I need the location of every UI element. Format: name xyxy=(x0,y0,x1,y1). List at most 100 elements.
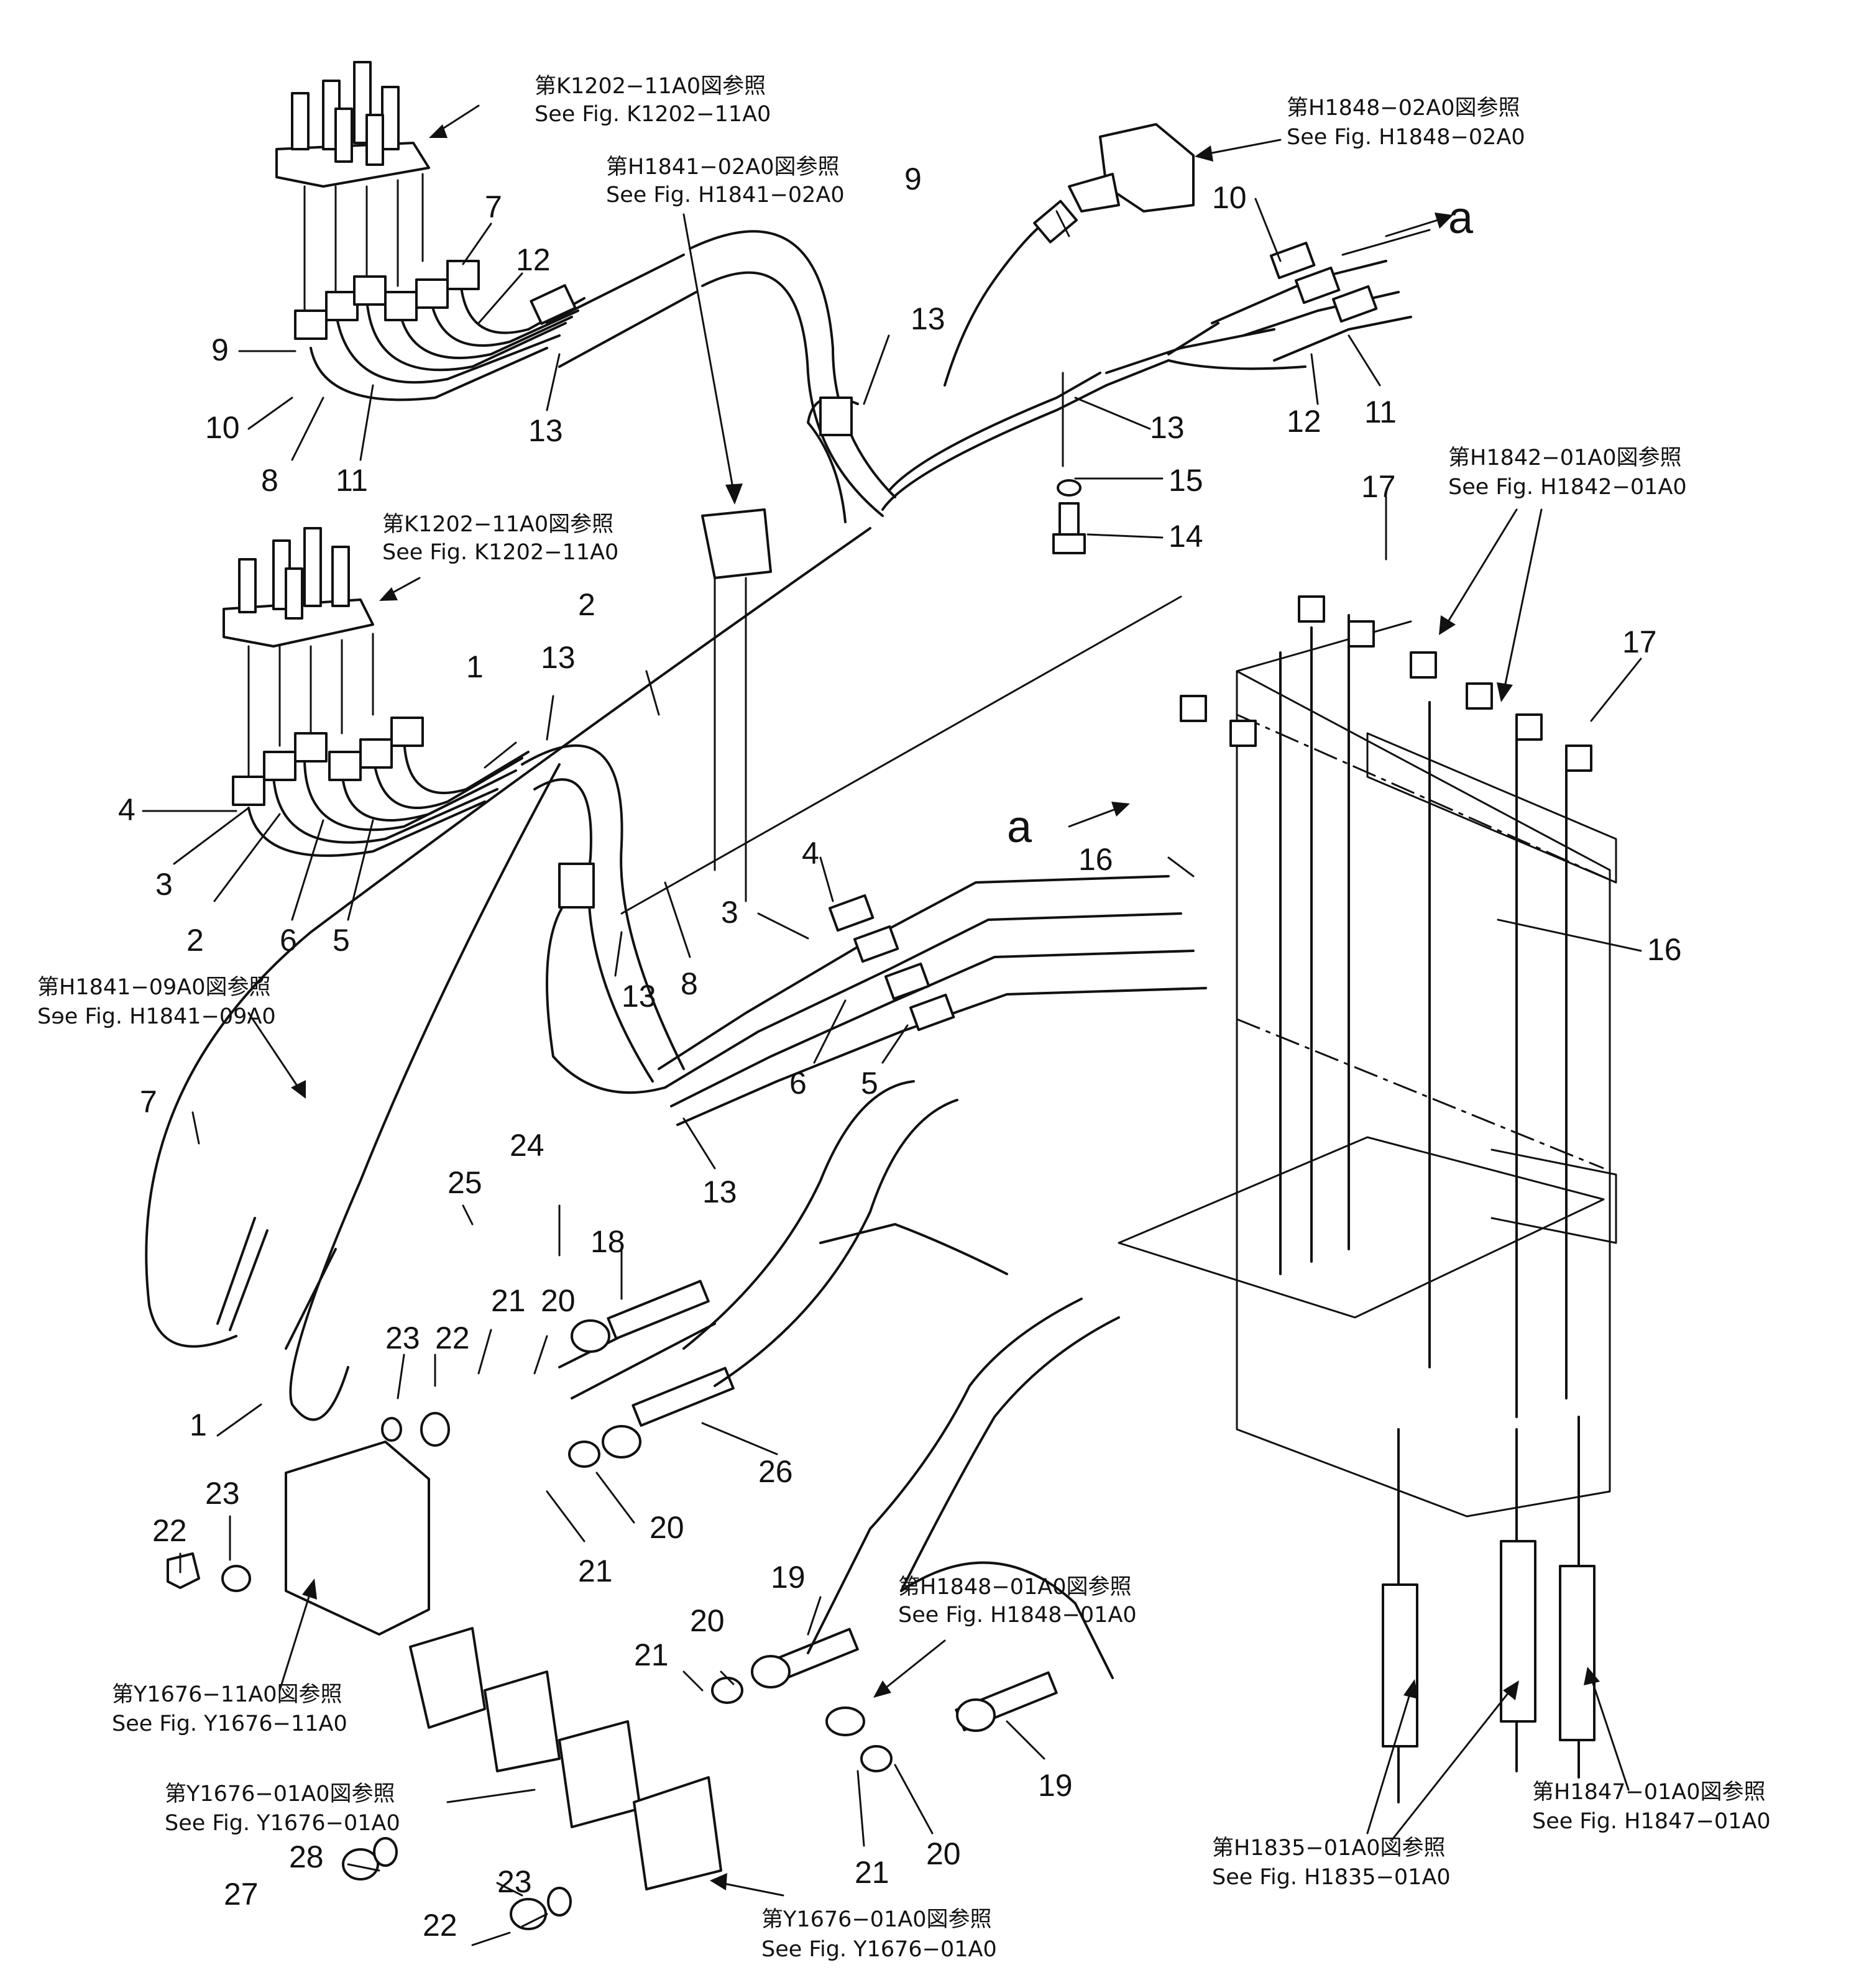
ppc-valve-top xyxy=(275,61,430,337)
part-27: 27 xyxy=(224,1877,259,1912)
ref-k1202-11a0-top: 第K1202−11A0図参照 See Fig. K1202−11A0 xyxy=(535,74,771,127)
hose-bundle-top-right xyxy=(807,199,1412,554)
hose-bundle-top xyxy=(294,230,896,517)
hose-bundle-center xyxy=(546,863,1207,1126)
part-4-center: 4 xyxy=(802,836,819,871)
ref-y1676-01a0-b: 第Y1676−01A0図参照 See Fig. Y1676−01A0 xyxy=(761,1907,997,1962)
ref-h1841-09-en: Sɘe Fig. H1841−09A0 xyxy=(37,1004,276,1029)
valve-frame xyxy=(1118,595,1617,1803)
marker-a-mid: a xyxy=(1007,802,1032,852)
part-17-right: 17 xyxy=(1622,625,1657,659)
part-17-top: 17 xyxy=(1361,469,1396,504)
ref-k1202-11a0-mid: 第K1202−11A0図参照 See Fig. K1202−11A0 xyxy=(382,512,618,565)
part-28: 28 xyxy=(289,1839,324,1874)
part-6-left: 6 xyxy=(280,923,297,958)
part-10-top: 10 xyxy=(205,410,240,445)
part-9-right: 9 xyxy=(904,162,922,196)
part-22-bottom: 22 xyxy=(423,1908,457,1943)
long-hose-7 xyxy=(145,527,871,1348)
part-23-bottom: 23 xyxy=(497,1864,532,1899)
part-2-upper: 2 xyxy=(578,587,595,622)
part-11-right: 11 xyxy=(1364,395,1397,429)
part-18: 18 xyxy=(590,1224,625,1259)
part-7-top: 7 xyxy=(485,190,502,224)
leader-lines xyxy=(142,198,1642,1946)
ref-h1842-01-en: See Fig. H1842−01A0 xyxy=(1448,475,1687,500)
valve-block-y1676-11 xyxy=(167,1441,430,1636)
ref-h1848-02-jp: 第H1848−02A0図参照 xyxy=(1287,96,1520,121)
part-19-lower: 19 xyxy=(1038,1768,1073,1803)
ref-k1202-mid-en: See Fig. K1202−11A0 xyxy=(382,540,618,565)
part-14: 14 xyxy=(1169,519,1203,554)
ref-h1842-01-jp: 第H1842−01A0図参照 xyxy=(1448,446,1681,470)
part-13-top: 13 xyxy=(528,413,563,448)
ref-h1835-01-jp: 第H1835−01A0図参照 xyxy=(1212,1836,1445,1861)
part-5-left: 5 xyxy=(333,923,350,958)
part-20-mid: 20 xyxy=(541,1283,576,1318)
part-24: 24 xyxy=(510,1128,544,1163)
part-9-top: 9 xyxy=(211,332,229,367)
ref-h1835-01a0: 第H1835−01A0図参照 See Fig. H1835−01A0 xyxy=(1212,1836,1451,1890)
ref-y1676-01a-jp: 第Y1676−01A0図参照 xyxy=(165,1782,395,1807)
ref-y1676-11-en: See Fig. Y1676−11A0 xyxy=(112,1711,347,1736)
ref-h1848-01-en: See Fig. H1848−01A0 xyxy=(898,1603,1137,1628)
continuation-marker-a-mid: a xyxy=(1007,802,1032,852)
ref-h1848-02a0: 第H1848−02A0図参照 See Fig. H1848−02A0 xyxy=(1287,96,1525,150)
part-20-right: 20 xyxy=(926,1836,961,1871)
part-25: 25 xyxy=(448,1165,482,1200)
ref-h1841-02-en: See Fig. H1841−02A0 xyxy=(606,183,845,208)
part-12-right: 12 xyxy=(1287,404,1321,439)
lower-fittings xyxy=(381,1080,1120,1772)
ref-k1202-top-en: See Fig. K1202−11A0 xyxy=(535,102,771,127)
part-8-top: 8 xyxy=(261,463,278,498)
ref-y1676-01a-en: See Fig. Y1676−01A0 xyxy=(165,1811,400,1836)
long-hose-1 xyxy=(285,763,561,1421)
part-2-left: 2 xyxy=(186,923,204,958)
junction-block-mid xyxy=(701,508,772,902)
ref-h1848-02-en: See Fig. H1848−02A0 xyxy=(1287,125,1525,150)
part-11-top: 11 xyxy=(336,463,368,498)
part-3-left: 3 xyxy=(155,867,173,902)
part-13-mid-left: 13 xyxy=(622,979,656,1014)
part-15: 15 xyxy=(1169,463,1203,498)
ref-k1202-mid-jp: 第K1202−11A0図参照 xyxy=(382,512,613,537)
ref-h1847-01-jp: 第H1847−01A0図参照 xyxy=(1532,1780,1765,1805)
ref-h1847-01-en: See Fig. H1847−01A0 xyxy=(1532,1809,1771,1834)
ref-h1835-01-en: See Fig. H1835−01A0 xyxy=(1212,1865,1451,1890)
part-6-center: 6 xyxy=(789,1066,807,1101)
ref-h1848-01a0: 第H1848−01A0図参照 See Fig. H1848−01A0 xyxy=(898,1575,1137,1628)
reference-arrows xyxy=(247,104,1630,1897)
part-20-bottom: 20 xyxy=(690,1603,725,1638)
part-5-center: 5 xyxy=(861,1066,878,1101)
valve-block-y1676-01-stack xyxy=(342,1627,722,1930)
ref-h1842-01a0: 第H1842−01A0図参照 See Fig. H1842−01A0 xyxy=(1448,446,1687,500)
part-21-lower: 21 xyxy=(578,1554,613,1588)
part-22-mid: 22 xyxy=(435,1321,470,1355)
part-8-mid: 8 xyxy=(681,966,698,1001)
ppc-valve-mid xyxy=(223,527,374,790)
ref-h1841-09-jp: 第H1841−09A0図参照 xyxy=(37,975,270,1000)
part-numbers: 9 10 8 11 7 12 13 9 13 10 13 12 11 15 14… xyxy=(118,162,1682,1943)
part-10-right: 10 xyxy=(1212,180,1247,215)
part-13-mid: 13 xyxy=(541,640,576,675)
ref-y1676-01a0-a: 第Y1676−01A0図参照 See Fig. Y1676−01A0 xyxy=(165,1782,400,1836)
part-22-left: 22 xyxy=(152,1513,187,1548)
part-12-top: 12 xyxy=(516,242,551,277)
marker-a-top: a xyxy=(1448,193,1474,243)
part-21-mid: 21 xyxy=(491,1283,526,1318)
ref-h1841-02-jp: 第H1841−02A0図参照 xyxy=(606,155,839,180)
part-20-lower: 20 xyxy=(650,1510,684,1545)
part-13-right-lower: 13 xyxy=(1150,410,1185,445)
part-23-mid: 23 xyxy=(385,1321,420,1355)
ref-h1841-09a0: 第H1841−09A0図参照 Sɘe Fig. H1841−09A0 xyxy=(37,975,276,1029)
ref-y1676-11a0: 第Y1676−11A0図参照 See Fig. Y1676−11A0 xyxy=(112,1682,347,1736)
ref-h1848-01-jp: 第H1848−01A0図参照 xyxy=(898,1575,1131,1600)
ref-y1676-01b-en: See Fig. Y1676−01A0 xyxy=(761,1937,997,1962)
ref-y1676-01b-jp: 第Y1676−01A0図参照 xyxy=(761,1907,992,1932)
ref-k1202-top-jp: 第K1202−11A0図参照 xyxy=(535,74,766,99)
part-21-right: 21 xyxy=(855,1855,889,1890)
part-16-left: 16 xyxy=(1078,842,1113,877)
part-23-left: 23 xyxy=(205,1476,240,1511)
ref-y1676-11-jp: 第Y1676−11A0図参照 xyxy=(112,1682,342,1707)
